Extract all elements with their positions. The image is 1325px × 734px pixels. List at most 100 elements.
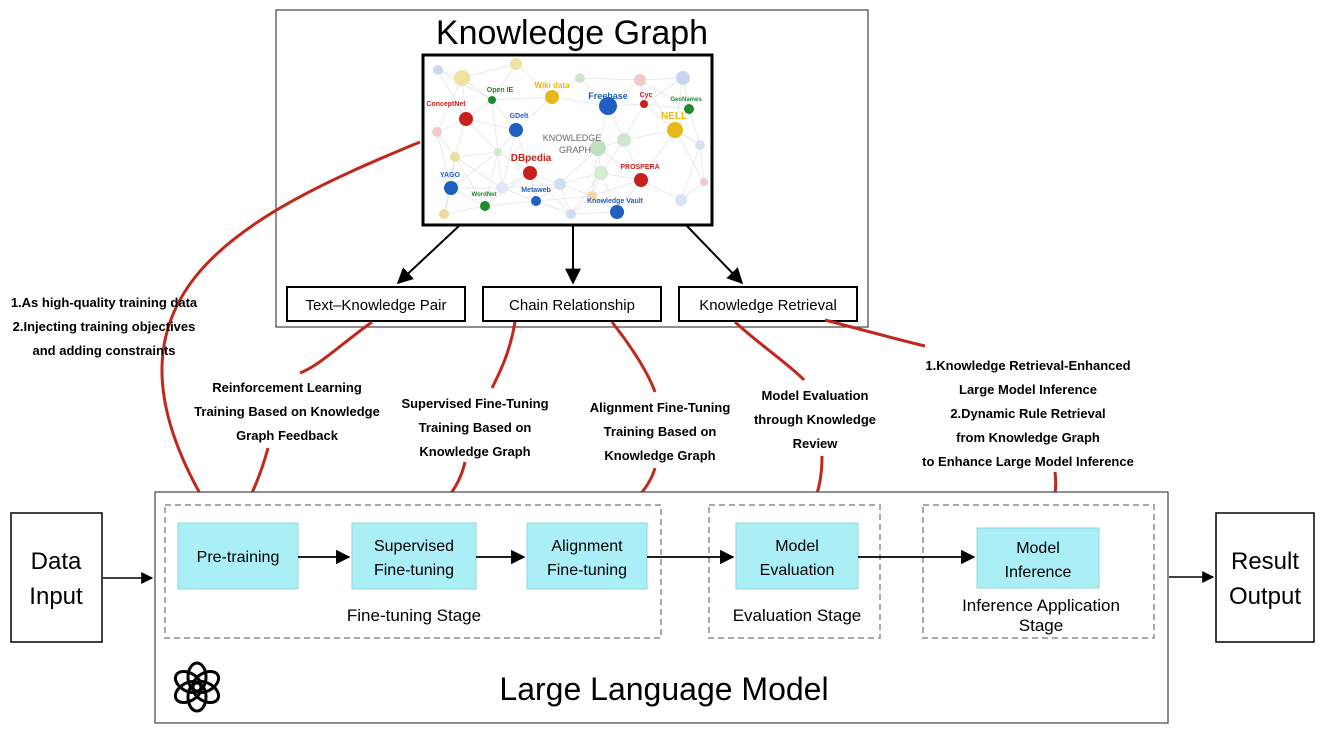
kg-edge bbox=[623, 129, 676, 141]
kg-source-node bbox=[599, 97, 617, 115]
step-box-alignment-fine-tuning bbox=[526, 522, 648, 590]
kg-source-label: GDelt bbox=[510, 113, 529, 120]
kg-source-label: YAGO bbox=[440, 172, 461, 179]
kg-source-node bbox=[640, 100, 648, 108]
kg-source-node bbox=[634, 173, 648, 187]
kg-decor-node bbox=[594, 166, 608, 180]
step-label-supervised-line2: Fine-tuning bbox=[374, 562, 454, 579]
kg-decor-node bbox=[590, 140, 606, 156]
red-arrow-text-pair-to-rl-note bbox=[299, 320, 373, 375]
kg-edge bbox=[465, 118, 517, 131]
red-arrow-chain-to-sft-note bbox=[490, 321, 517, 389]
kg-edge bbox=[579, 77, 641, 81]
annotation-line: Graph Feedback bbox=[236, 428, 339, 443]
step-label-pre-training: Pre-training bbox=[197, 549, 280, 566]
kg-edge bbox=[600, 172, 618, 213]
kg-edge bbox=[454, 156, 486, 207]
arrow-kg-to-text-pair bbox=[396, 224, 461, 285]
kg-edge bbox=[640, 179, 682, 201]
output-label-knowledge-retrieval: Knowledge Retrieval bbox=[699, 297, 837, 314]
data-input-line2: Input bbox=[29, 583, 83, 610]
kg-source-node bbox=[523, 166, 537, 180]
kg-source-node bbox=[459, 112, 473, 126]
kg-edge bbox=[491, 96, 553, 101]
kg-source-node bbox=[684, 104, 694, 114]
step-label-inference-line1: Model bbox=[1016, 540, 1060, 557]
kg-decor-node bbox=[454, 70, 470, 86]
step-label-supervised-line1: Supervised bbox=[374, 538, 454, 555]
kg-source-label: Knowledge Vault bbox=[587, 198, 644, 205]
kg-edge bbox=[643, 77, 684, 105]
annotation-line: Training Based on Knowledge bbox=[194, 404, 380, 419]
annotation-eval: Model Evaluation through Knowledge Revie… bbox=[754, 388, 876, 451]
kg-source-node bbox=[509, 123, 523, 137]
step-label-evaluation-line2: Evaluation bbox=[760, 562, 835, 579]
annotation-line: 1.As high-quality training data bbox=[11, 295, 198, 310]
step-box-model-inference bbox=[976, 527, 1100, 589]
kg-edge bbox=[436, 77, 463, 133]
kg-edge bbox=[559, 172, 602, 185]
step-label-inference-line2: Inference bbox=[1005, 564, 1072, 581]
arrow-kg-to-retrieval bbox=[685, 224, 744, 285]
result-output-line1: Result bbox=[1231, 548, 1299, 575]
kg-edge bbox=[465, 118, 499, 153]
annotation-rl: Reinforcement Learning Training Based on… bbox=[194, 380, 380, 443]
kg-source-node bbox=[545, 90, 559, 104]
kg-source-label: WordNet bbox=[472, 192, 497, 198]
kg-edge bbox=[597, 147, 642, 181]
stage-label-inference-line2: Stage bbox=[1019, 616, 1063, 635]
annotation-line: 2.Dynamic Rule Retrieval bbox=[950, 406, 1105, 421]
kg-edge bbox=[688, 108, 701, 146]
kg-source-label: DBpedia bbox=[511, 153, 552, 164]
kg-edge bbox=[640, 129, 676, 181]
kg-decor-node bbox=[439, 209, 449, 219]
stage-label-fine-tuning: Fine-tuning Stage bbox=[347, 606, 481, 625]
kg-decor-node bbox=[700, 178, 708, 186]
annotation-line: Supervised Fine-Tuning bbox=[401, 396, 548, 411]
annotation-line: through Knowledge bbox=[754, 412, 876, 427]
kg-edge bbox=[535, 195, 593, 202]
annotation-line: 1.Knowledge Retrieval-Enhanced bbox=[925, 358, 1130, 373]
kg-center-label: KNOWLEDGE bbox=[543, 133, 602, 143]
llm-title: Large Language Model bbox=[499, 671, 828, 707]
step-label-alignment-line1: Alignment bbox=[551, 538, 623, 555]
knowledge-graph-title: Knowledge Graph bbox=[436, 14, 708, 52]
red-arrow-chain-to-align-note bbox=[610, 321, 657, 393]
kg-edge bbox=[491, 63, 517, 101]
kg-edge bbox=[491, 99, 499, 153]
kg-edge bbox=[639, 79, 676, 131]
kg-edge bbox=[535, 200, 572, 215]
kg-edge bbox=[501, 187, 537, 202]
annotation-line: Training Based on bbox=[604, 424, 717, 439]
step-box-supervised-fine-tuning bbox=[351, 522, 477, 590]
kg-edge bbox=[515, 63, 553, 98]
output-label-chain-relationship: Chain Relationship bbox=[509, 297, 635, 314]
data-input-box bbox=[10, 512, 103, 643]
kg-decor-node bbox=[675, 194, 687, 206]
kg-source-label: Cyc bbox=[640, 92, 653, 99]
kg-decor-node bbox=[496, 182, 508, 194]
kg-decor-node bbox=[554, 178, 566, 190]
kg-source-label: Wiki data bbox=[534, 81, 570, 90]
kg-edge bbox=[643, 103, 690, 110]
kg-edge bbox=[497, 151, 503, 189]
kg-decor-node bbox=[510, 58, 522, 70]
kg-source-label: NELL bbox=[661, 111, 687, 122]
kg-edge bbox=[454, 156, 503, 189]
kg-source-label: Open IE bbox=[487, 87, 514, 94]
kg-edge bbox=[436, 131, 456, 158]
stage-box-evaluation bbox=[708, 504, 881, 639]
annotation-line: Alignment Fine-Tuning bbox=[590, 400, 731, 415]
kg-source-label: Freebase bbox=[588, 91, 628, 101]
kg-source-label: PROSPERA bbox=[620, 164, 659, 171]
kg-decor-node bbox=[617, 133, 631, 147]
kg-source-label: Metaweb bbox=[521, 187, 551, 194]
kg-source-label: ConceptNet bbox=[426, 101, 466, 108]
red-arrow-kg-to-pretraining bbox=[160, 140, 421, 518]
kg-edge bbox=[699, 144, 705, 183]
annotation-line: Knowledge Graph bbox=[419, 444, 530, 459]
annotation-line: from Knowledge Graph bbox=[956, 430, 1100, 445]
kg-source-node bbox=[488, 96, 496, 104]
kg-edge bbox=[437, 69, 467, 120]
